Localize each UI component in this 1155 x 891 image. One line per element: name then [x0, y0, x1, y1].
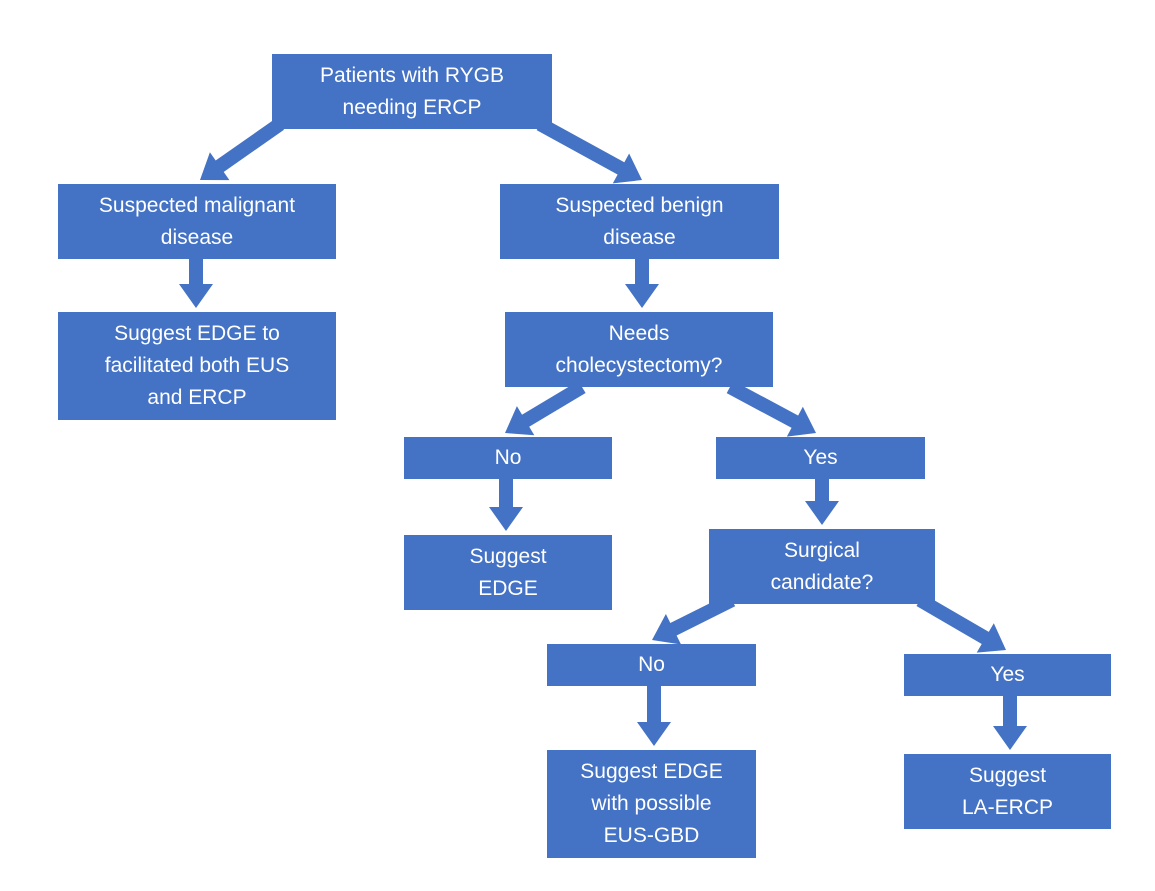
node-yes-surgical: Yes: [904, 654, 1111, 696]
node-suspected-malignant-label: Suspected malignant disease: [98, 193, 296, 249]
arrowhead-no_surg-to-edge_gbd: [637, 722, 671, 746]
node-needs-cholecystectomy-label: Needs cholecystectomy?: [555, 321, 723, 377]
arrowhead-needs_chole-to-no_chole: [505, 406, 535, 436]
node-no-cholecystectomy: No: [404, 437, 612, 479]
node-suggest-la-ercp-label: Suggest LA-ERCP: [961, 763, 1054, 819]
node-no-cholecystectomy-label: No: [494, 446, 522, 469]
arrowhead-surgical-to-no_surg: [652, 614, 682, 645]
arrow-needs_chole-to-no_chole: [520, 380, 586, 428]
arrow-surgical-to-no_surg: [668, 593, 736, 637]
node-no-surgical: No: [547, 644, 756, 686]
node-surgical-candidate: Surgical candidate?: [709, 529, 935, 604]
node-suggest-edge-label: Suggest EDGE: [469, 544, 547, 600]
arrowhead-yes_surg-to-la_ercp: [993, 726, 1027, 750]
node-no-surgical-label: No: [638, 653, 665, 676]
arrow-surgical-to-yes_surg: [916, 593, 991, 645]
node-yes-cholecystectomy: Yes: [716, 437, 925, 479]
node-suggest-edge-both: Suggest EDGE to facilitated both EUS and…: [58, 312, 336, 420]
arrowhead-malignant-to-edge_both: [179, 284, 213, 308]
node-yes-cholecystectomy-label: Yes: [803, 446, 838, 469]
arrowhead-root-to-malignant: [200, 152, 230, 181]
node-needs-cholecystectomy: Needs cholecystectomy?: [505, 312, 773, 387]
node-suggest-edge-both-label: Suggest EDGE to facilitated both EUS and…: [104, 322, 290, 409]
arrowhead-no_chole-to-suggest_edge: [489, 507, 523, 531]
arrow-needs_chole-to-yes_chole: [726, 380, 800, 429]
arrow-root-to-malignant: [214, 118, 285, 174]
node-yes-surgical-label: Yes: [990, 663, 1025, 686]
node-suggest-edge-gbd-label: Suggest EDGE with possible EUS-GBD: [580, 760, 723, 847]
node-suspected-benign-label: Suspected benign disease: [555, 193, 724, 249]
node-patients-rygb: Patients with RYGB needing ERCP: [272, 54, 552, 129]
arrowhead-benign-to-needs_chole: [625, 284, 659, 308]
node-surgical-candidate-label: Surgical candidate?: [770, 538, 874, 594]
arrowhead-needs_chole-to-yes_chole: [786, 406, 816, 437]
node-patients-rygb-label: Patients with RYGB needing ERCP: [319, 63, 505, 119]
arrow-root-to-benign: [536, 117, 627, 176]
node-suggest-la-ercp: Suggest LA-ERCP: [904, 754, 1111, 829]
node-suspected-benign: Suspected benign disease: [500, 184, 779, 259]
node-suspected-malignant: Suspected malignant disease: [58, 184, 336, 259]
arrowhead-surgical-to-yes_surg: [976, 623, 1006, 653]
arrowhead-yes_chole-to-surgical: [805, 501, 839, 525]
node-suggest-edge-gbd: Suggest EDGE with possible EUS-GBD: [547, 750, 756, 858]
arrowhead-root-to-benign: [612, 153, 642, 184]
node-suggest-edge: Suggest EDGE: [404, 535, 612, 610]
